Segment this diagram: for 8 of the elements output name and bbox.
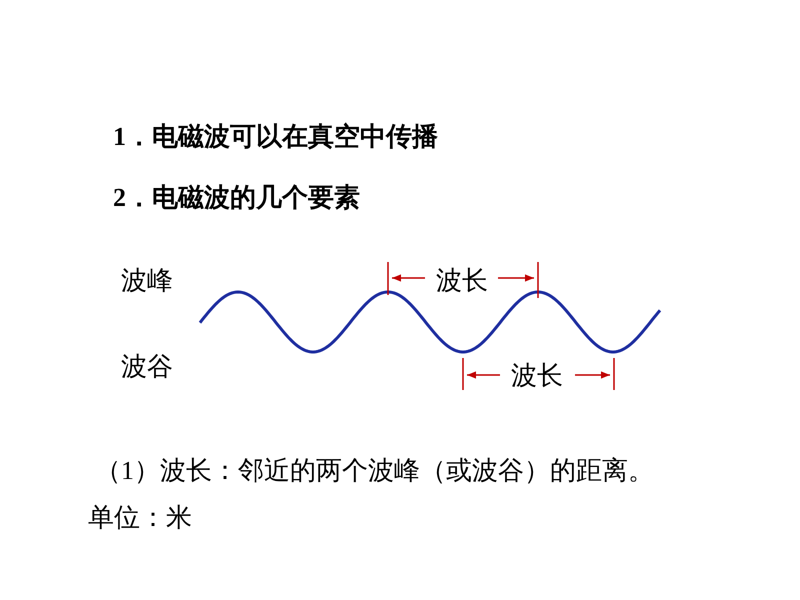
peak-label: 波峰: [121, 266, 173, 296]
dimension-label: 波长: [511, 361, 563, 391]
numbered-item: 1．电磁波可以在真空中传播: [113, 122, 438, 152]
definition-text: （1）波长：邻近的两个波峰（或波谷）的距离。: [95, 456, 654, 486]
dimension-label: 波长: [436, 266, 488, 296]
numbered-item: 2．电磁波的几个要素: [113, 183, 360, 213]
unit-text: 单位：米: [88, 503, 192, 533]
trough-label: 波谷: [121, 352, 173, 382]
